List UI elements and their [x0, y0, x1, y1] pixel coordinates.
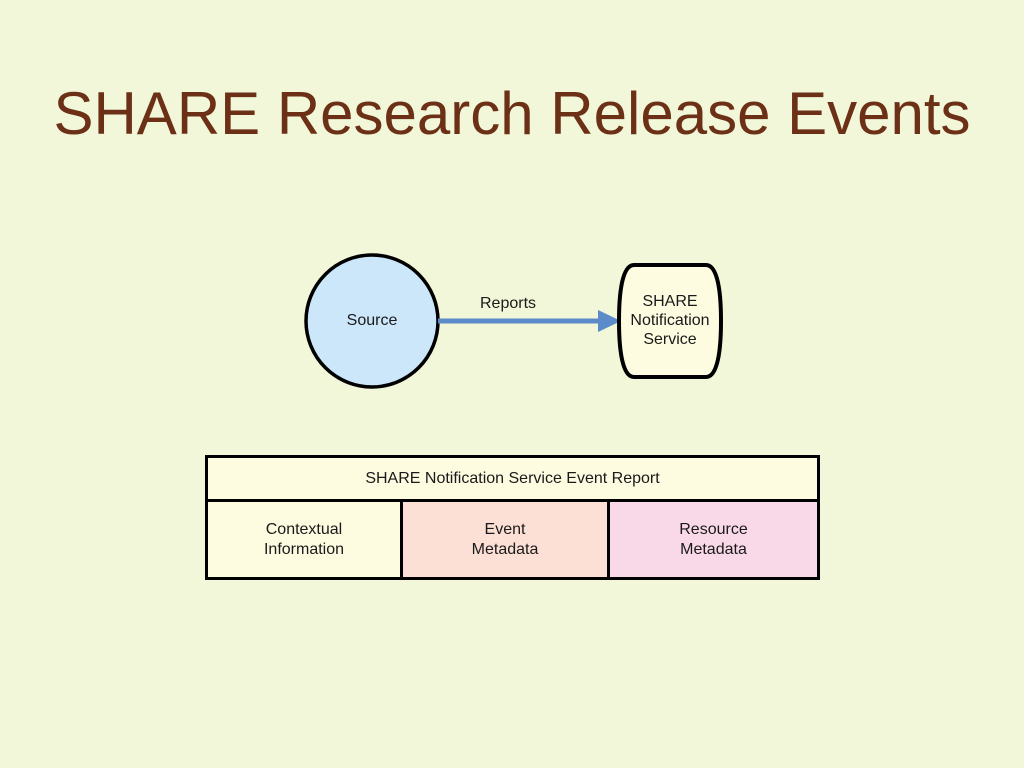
- service-node-shape[interactable]: [617, 263, 723, 379]
- source-node-shape[interactable]: [304, 253, 440, 389]
- table-header-row: SHARE Notification Service Event Report: [208, 458, 817, 502]
- table-cell-event-metadata[interactable]: Event Metadata: [400, 502, 607, 577]
- table-cell-contextual-information[interactable]: Contextual Information: [208, 502, 400, 577]
- table-row: Contextual Information Event Metadata Re…: [208, 502, 817, 577]
- cell-event-line2: Metadata: [471, 540, 539, 558]
- table-header-label: SHARE Notification Service Event Report: [365, 469, 660, 487]
- cell-contextual-line1: Contextual: [265, 520, 343, 538]
- table-cell-resource-metadata[interactable]: Resource Metadata: [607, 502, 817, 577]
- cell-contextual-line2: Information: [263, 540, 345, 558]
- reports-arrow-head: [598, 310, 621, 332]
- cell-resource-line2: Metadata: [680, 540, 747, 558]
- event-report-table: SHARE Notification Service Event Report …: [205, 455, 820, 580]
- page-title: SHARE Research Release Events: [53, 80, 971, 147]
- cell-event-line1: Event: [484, 520, 526, 538]
- cell-resource-line1: Resource: [679, 520, 748, 538]
